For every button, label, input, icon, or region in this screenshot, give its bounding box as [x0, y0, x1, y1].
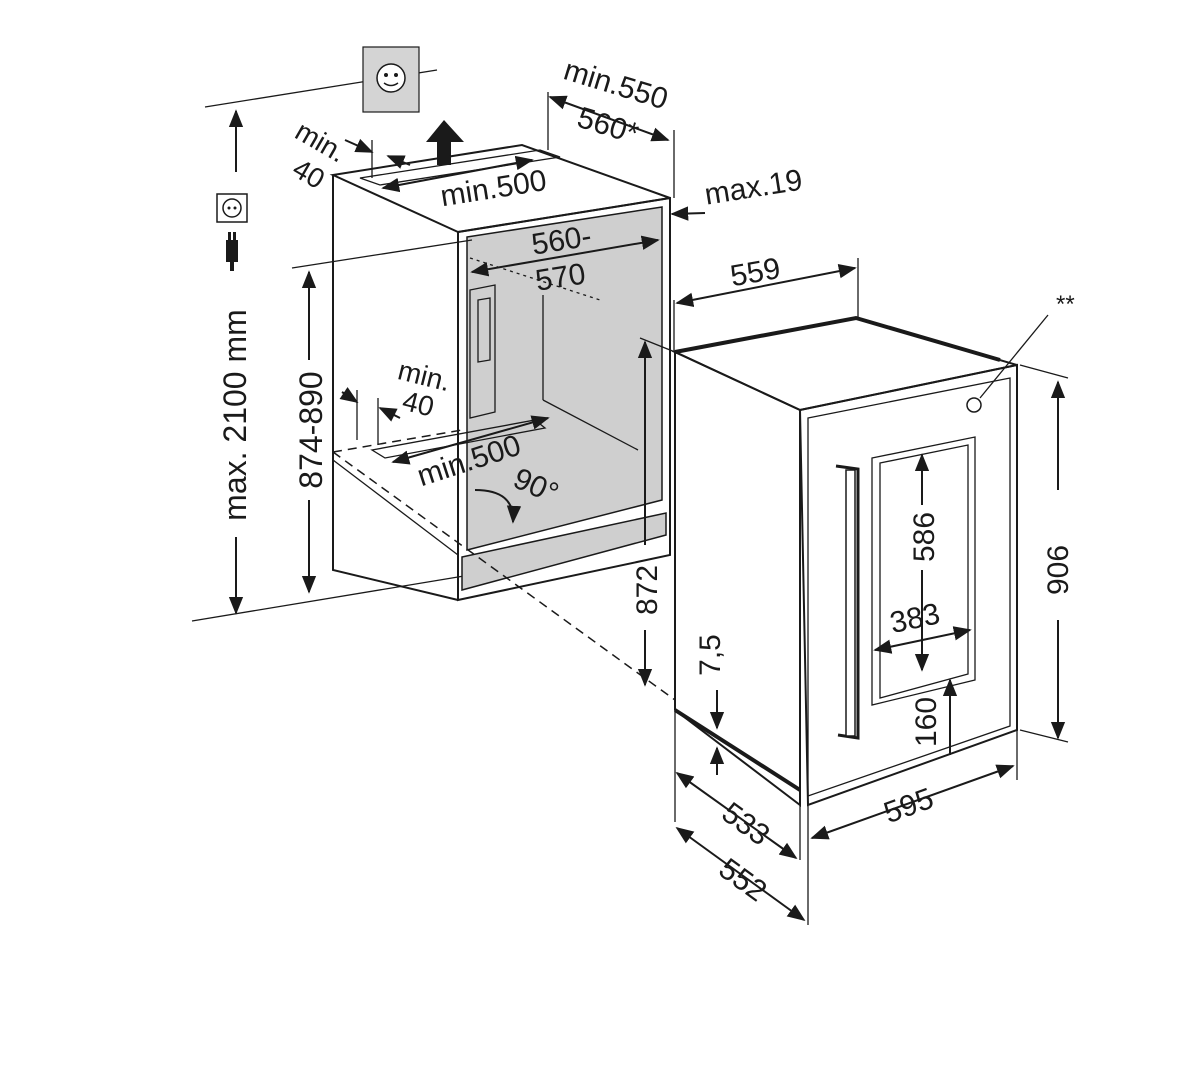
socket-tile-icon	[362, 46, 420, 113]
width-595-label: 595	[880, 782, 938, 830]
side-gap-label: max.19	[702, 164, 804, 212]
top-width-alt-label: 560*	[573, 101, 642, 151]
footnote-marker: **	[1056, 291, 1075, 318]
plug-icon	[226, 232, 238, 271]
wine-cooler	[671, 315, 1018, 808]
glass-width-label: 383	[887, 597, 943, 640]
niche-dimension-lines	[291, 92, 706, 594]
max-height-label: max. 2100 mm	[217, 309, 253, 521]
height-872-label: 872	[631, 565, 664, 615]
glass-height-label: 586	[908, 512, 941, 562]
bottom-min-value: 40	[399, 385, 437, 423]
airflow-up-arrow	[426, 120, 464, 165]
bottom-offset-label: 160	[910, 697, 943, 747]
inner-width-label-2: 570	[533, 257, 588, 297]
depth-533-label: 533	[716, 796, 776, 852]
niche-height-label: 874-890	[293, 371, 329, 488]
niche-cabinet	[329, 143, 676, 701]
wall-socket-icon	[216, 193, 248, 223]
appliance-dimension-lines	[637, 258, 1069, 925]
vent-depth-label: min.500	[438, 164, 549, 213]
height-906-label: 906	[1042, 545, 1075, 595]
depth-559-label: 559	[728, 252, 783, 293]
plinth-label: 7,5	[694, 634, 727, 676]
